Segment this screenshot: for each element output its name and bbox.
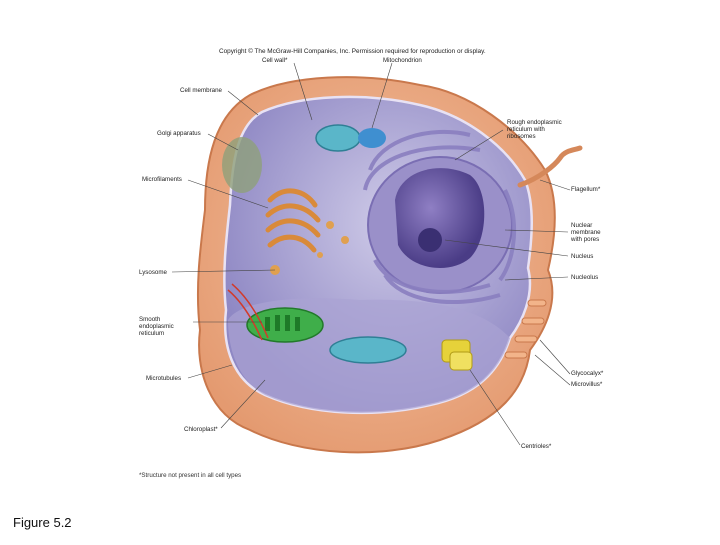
label-flagellum: Flagellum* — [571, 186, 601, 193]
label-microfilaments: Microfilaments — [142, 176, 182, 183]
label-nuclear-membrane-line3: with pores — [571, 236, 600, 243]
label-cell-membrane: Cell membrane — [180, 87, 222, 94]
microfilaments — [227, 283, 269, 341]
golgi-left — [222, 137, 262, 193]
flagellum — [517, 145, 583, 188]
mitochondrion-bud — [358, 128, 386, 148]
mitochondrion-bottom — [329, 336, 407, 364]
figure-caption: Figure 5.2 — [13, 515, 72, 530]
mitochondrion-top — [315, 124, 361, 152]
label-microtubules: Microtubules — [146, 375, 182, 382]
label-centrioles: Centrioles* — [521, 443, 552, 450]
rough-er — [363, 130, 517, 305]
label-rough-er-line3: ribosomes — [507, 133, 536, 140]
label-golgi-apparatus: Golgi apparatus — [157, 130, 201, 137]
nucleus-interior — [395, 168, 485, 268]
label-rough-er-line2: reticulum with — [507, 126, 545, 133]
label-smooth-er-line3: reticulum — [139, 330, 165, 337]
label-microvillus: Microvillus* — [571, 381, 603, 388]
label-glycocalyx: Glycocalyx* — [571, 370, 604, 377]
label-nuclear-membrane-line2: membrane — [571, 229, 601, 236]
label-lysosome: Lysosome — [139, 269, 167, 276]
nucleolus — [418, 228, 442, 252]
label-nuclear-membrane-line1: Nuclear — [571, 222, 593, 229]
footnote: *Structure not present in all cell types — [139, 472, 242, 479]
label-smooth-er-line2: endoplasmic — [139, 323, 174, 330]
label-smooth-er: Smooth endoplasmic reticulum — [139, 316, 174, 337]
chloroplast-grana — [265, 315, 300, 331]
label-rough-er: Rough endoplasmic reticulum with ribosom… — [507, 119, 562, 140]
copyright-notice: Copyright © The McGraw-Hill Companies, I… — [219, 48, 486, 55]
label-chloroplast: Chloroplast* — [184, 426, 218, 433]
label-nucleus: Nucleus — [571, 253, 594, 260]
microvilli — [504, 299, 547, 359]
golgi-apparatus — [265, 188, 321, 253]
label-cell-wall: Cell wall* — [262, 57, 288, 64]
label-smooth-er-line1: Smooth — [139, 316, 161, 323]
label-nucleolus: Nucleolus — [571, 274, 599, 281]
centrioles — [441, 339, 473, 371]
leader-lines — [171, 62, 571, 446]
label-mitochondrion: Mitochondrion — [383, 57, 422, 64]
label-rough-er-line1: Rough endoplasmic — [507, 119, 562, 126]
label-nuclear-membrane: Nuclear membrane with pores — [571, 222, 601, 243]
